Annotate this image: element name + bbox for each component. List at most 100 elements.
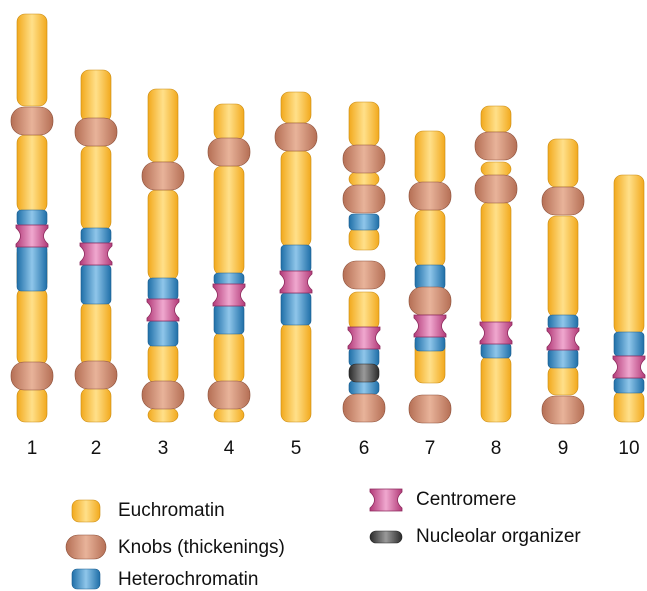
chromosome-6-knob-1 xyxy=(342,144,386,174)
legend-label-nucleolar-organizer: Nucleolar organizer xyxy=(416,526,581,547)
chromosome-6 xyxy=(342,101,386,423)
chromosome-9-knob-2 xyxy=(541,395,585,425)
chromosome-8 xyxy=(474,105,518,423)
chromosome-1-centromere-1 xyxy=(15,224,49,248)
chromosome-1-heterochromatin-1 xyxy=(16,209,48,227)
chromosome-label-3: 3 xyxy=(157,438,169,459)
chromosome-4-heterochromatin-1 xyxy=(213,272,245,286)
chromosome-3-euchromatin-2 xyxy=(147,189,179,281)
chromosome-5-euchromatin-3 xyxy=(280,322,312,423)
chromosome-7-knob-3 xyxy=(408,394,452,424)
chromosome-5-euchromatin-1 xyxy=(280,91,312,124)
chromosome-2-centromere-1 xyxy=(79,242,113,266)
chromosome-4-knob-1 xyxy=(207,137,251,167)
chromosome-10-euchromatin-1 xyxy=(613,174,645,335)
chromosome-9-centromere-1 xyxy=(546,327,580,351)
chromosome-label-8: 8 xyxy=(490,438,502,459)
chromosome-1-knob-1 xyxy=(10,106,54,136)
chromosome-7-heterochromatin-1 xyxy=(414,264,446,290)
chromosome-3-heterochromatin-1 xyxy=(147,277,179,301)
chromosome-7 xyxy=(408,130,452,424)
chromosome-5 xyxy=(274,91,318,423)
chromosome-3-euchromatin-3 xyxy=(147,343,179,384)
chromosome-5-knob-1 xyxy=(274,122,318,152)
chromosome-2-knob-1 xyxy=(74,117,118,147)
chromosome-9-heterochromatin-2 xyxy=(547,348,579,369)
chromosome-1-euchromatin-4 xyxy=(16,287,48,366)
legend-label-knobs: Knobs (thickenings) xyxy=(118,537,285,558)
chromosome-9 xyxy=(541,138,585,425)
chromosome-4-euchromatin-3 xyxy=(213,331,245,384)
chromosome-7-euchromatin-1 xyxy=(414,130,446,184)
nucleolar-organizer-legend-icon xyxy=(369,530,403,544)
chromosome-7-heterochromatin-2 xyxy=(414,335,446,352)
chromosome-10-heterochromatin-2 xyxy=(613,377,645,394)
chromosome-5-heterochromatin-2 xyxy=(280,292,312,326)
chromosome-6-knob-2 xyxy=(342,184,386,214)
chromosome-8-euchromatin-2 xyxy=(480,161,512,177)
chromosome-6-heterochromatin-1 xyxy=(348,213,380,231)
chromosome-8-euchromatin-3 xyxy=(480,201,512,326)
chromosome-2-euchromatin-3 xyxy=(80,301,112,367)
chromosome-2-euchromatin-2 xyxy=(80,145,112,231)
chromosome-4-heterochromatin-2 xyxy=(213,304,245,335)
chromosome-3-heterochromatin-2 xyxy=(147,320,179,347)
chromosome-6-euchromatin-4 xyxy=(348,291,380,331)
euchromatin-legend-icon xyxy=(71,499,101,523)
chromosome-1-heterochromatin-2 xyxy=(16,244,48,292)
chromosome-3-centromere-1 xyxy=(146,298,180,322)
chromosome-label-5: 5 xyxy=(290,438,302,459)
chromosome-1-euchromatin-5 xyxy=(16,387,48,423)
chromosome-2-euchromatin-1 xyxy=(80,69,112,123)
chromosome-8-euchromatin-4 xyxy=(480,355,512,423)
chromosome-9-euchromatin-2 xyxy=(547,215,579,318)
chromosome-1-euchromatin-2 xyxy=(16,134,48,213)
chromosome-5-centromere-1 xyxy=(279,270,313,294)
chromosome-4-knob-2 xyxy=(207,380,251,410)
chromosome-label-10: 10 xyxy=(618,438,640,459)
centromere-legend-icon xyxy=(369,488,403,512)
chromosome-4-euchromatin-1 xyxy=(213,103,245,141)
chromosome-4-euchromatin-4 xyxy=(213,407,245,423)
knob-legend-icon xyxy=(65,534,107,560)
chromosome-3-knob-1 xyxy=(141,161,185,191)
chromosome-label-6: 6 xyxy=(358,438,370,459)
chromosome-6-euchromatin-1 xyxy=(348,101,380,147)
chromosome-1 xyxy=(10,13,54,423)
chromosome-8-knob-1 xyxy=(474,131,518,161)
chromosome-2 xyxy=(74,69,118,423)
chromosome-10 xyxy=(612,174,646,423)
chromosome-9-euchromatin-1 xyxy=(547,138,579,188)
chromosome-label-7: 7 xyxy=(424,438,436,459)
chromosome-6-knob-3 xyxy=(342,260,386,290)
chromosome-label-4: 4 xyxy=(223,438,235,459)
chromosome-4-centromere-1 xyxy=(212,283,246,307)
chromosome-6-nucleolar-organizer-1 xyxy=(348,363,380,383)
chromosome-8-knob-2 xyxy=(474,174,518,204)
chromosome-6-euchromatin-3 xyxy=(348,227,380,251)
heterochromatin-legend-icon xyxy=(71,568,101,590)
chromosome-5-euchromatin-2 xyxy=(280,150,312,248)
chromosome-6-knob-4 xyxy=(342,393,386,423)
chromosome-3-euchromatin-1 xyxy=(147,88,179,163)
chromosome-6-centromere-1 xyxy=(347,326,381,350)
chromosome-10-euchromatin-2 xyxy=(613,390,645,423)
chromosome-7-centromere-1 xyxy=(413,314,447,338)
chromosome-4 xyxy=(207,103,251,423)
chromosome-label-1: 1 xyxy=(26,438,38,459)
chromosome-label-9: 9 xyxy=(557,438,569,459)
chromosome-9-heterochromatin-1 xyxy=(547,314,579,330)
chromosome-10-heterochromatin-1 xyxy=(613,331,645,357)
chromosome-8-euchromatin-1 xyxy=(480,105,512,133)
chromosome-label-2: 2 xyxy=(90,438,102,459)
chromosome-2-heterochromatin-1 xyxy=(80,227,112,244)
chromosome-7-knob-2 xyxy=(408,286,452,316)
chromosome-4-euchromatin-2 xyxy=(213,165,245,276)
chromosome-2-heterochromatin-2 xyxy=(80,264,112,305)
chromosome-9-knob-1 xyxy=(541,186,585,216)
chromosome-10-centromere-1 xyxy=(612,355,646,379)
chromosome-3-knob-2 xyxy=(141,380,185,410)
chromosome-1-knob-2 xyxy=(10,361,54,391)
legend-label-euchromatin: Euchromatin xyxy=(118,500,225,521)
chromosome-7-euchromatin-2 xyxy=(414,209,446,268)
